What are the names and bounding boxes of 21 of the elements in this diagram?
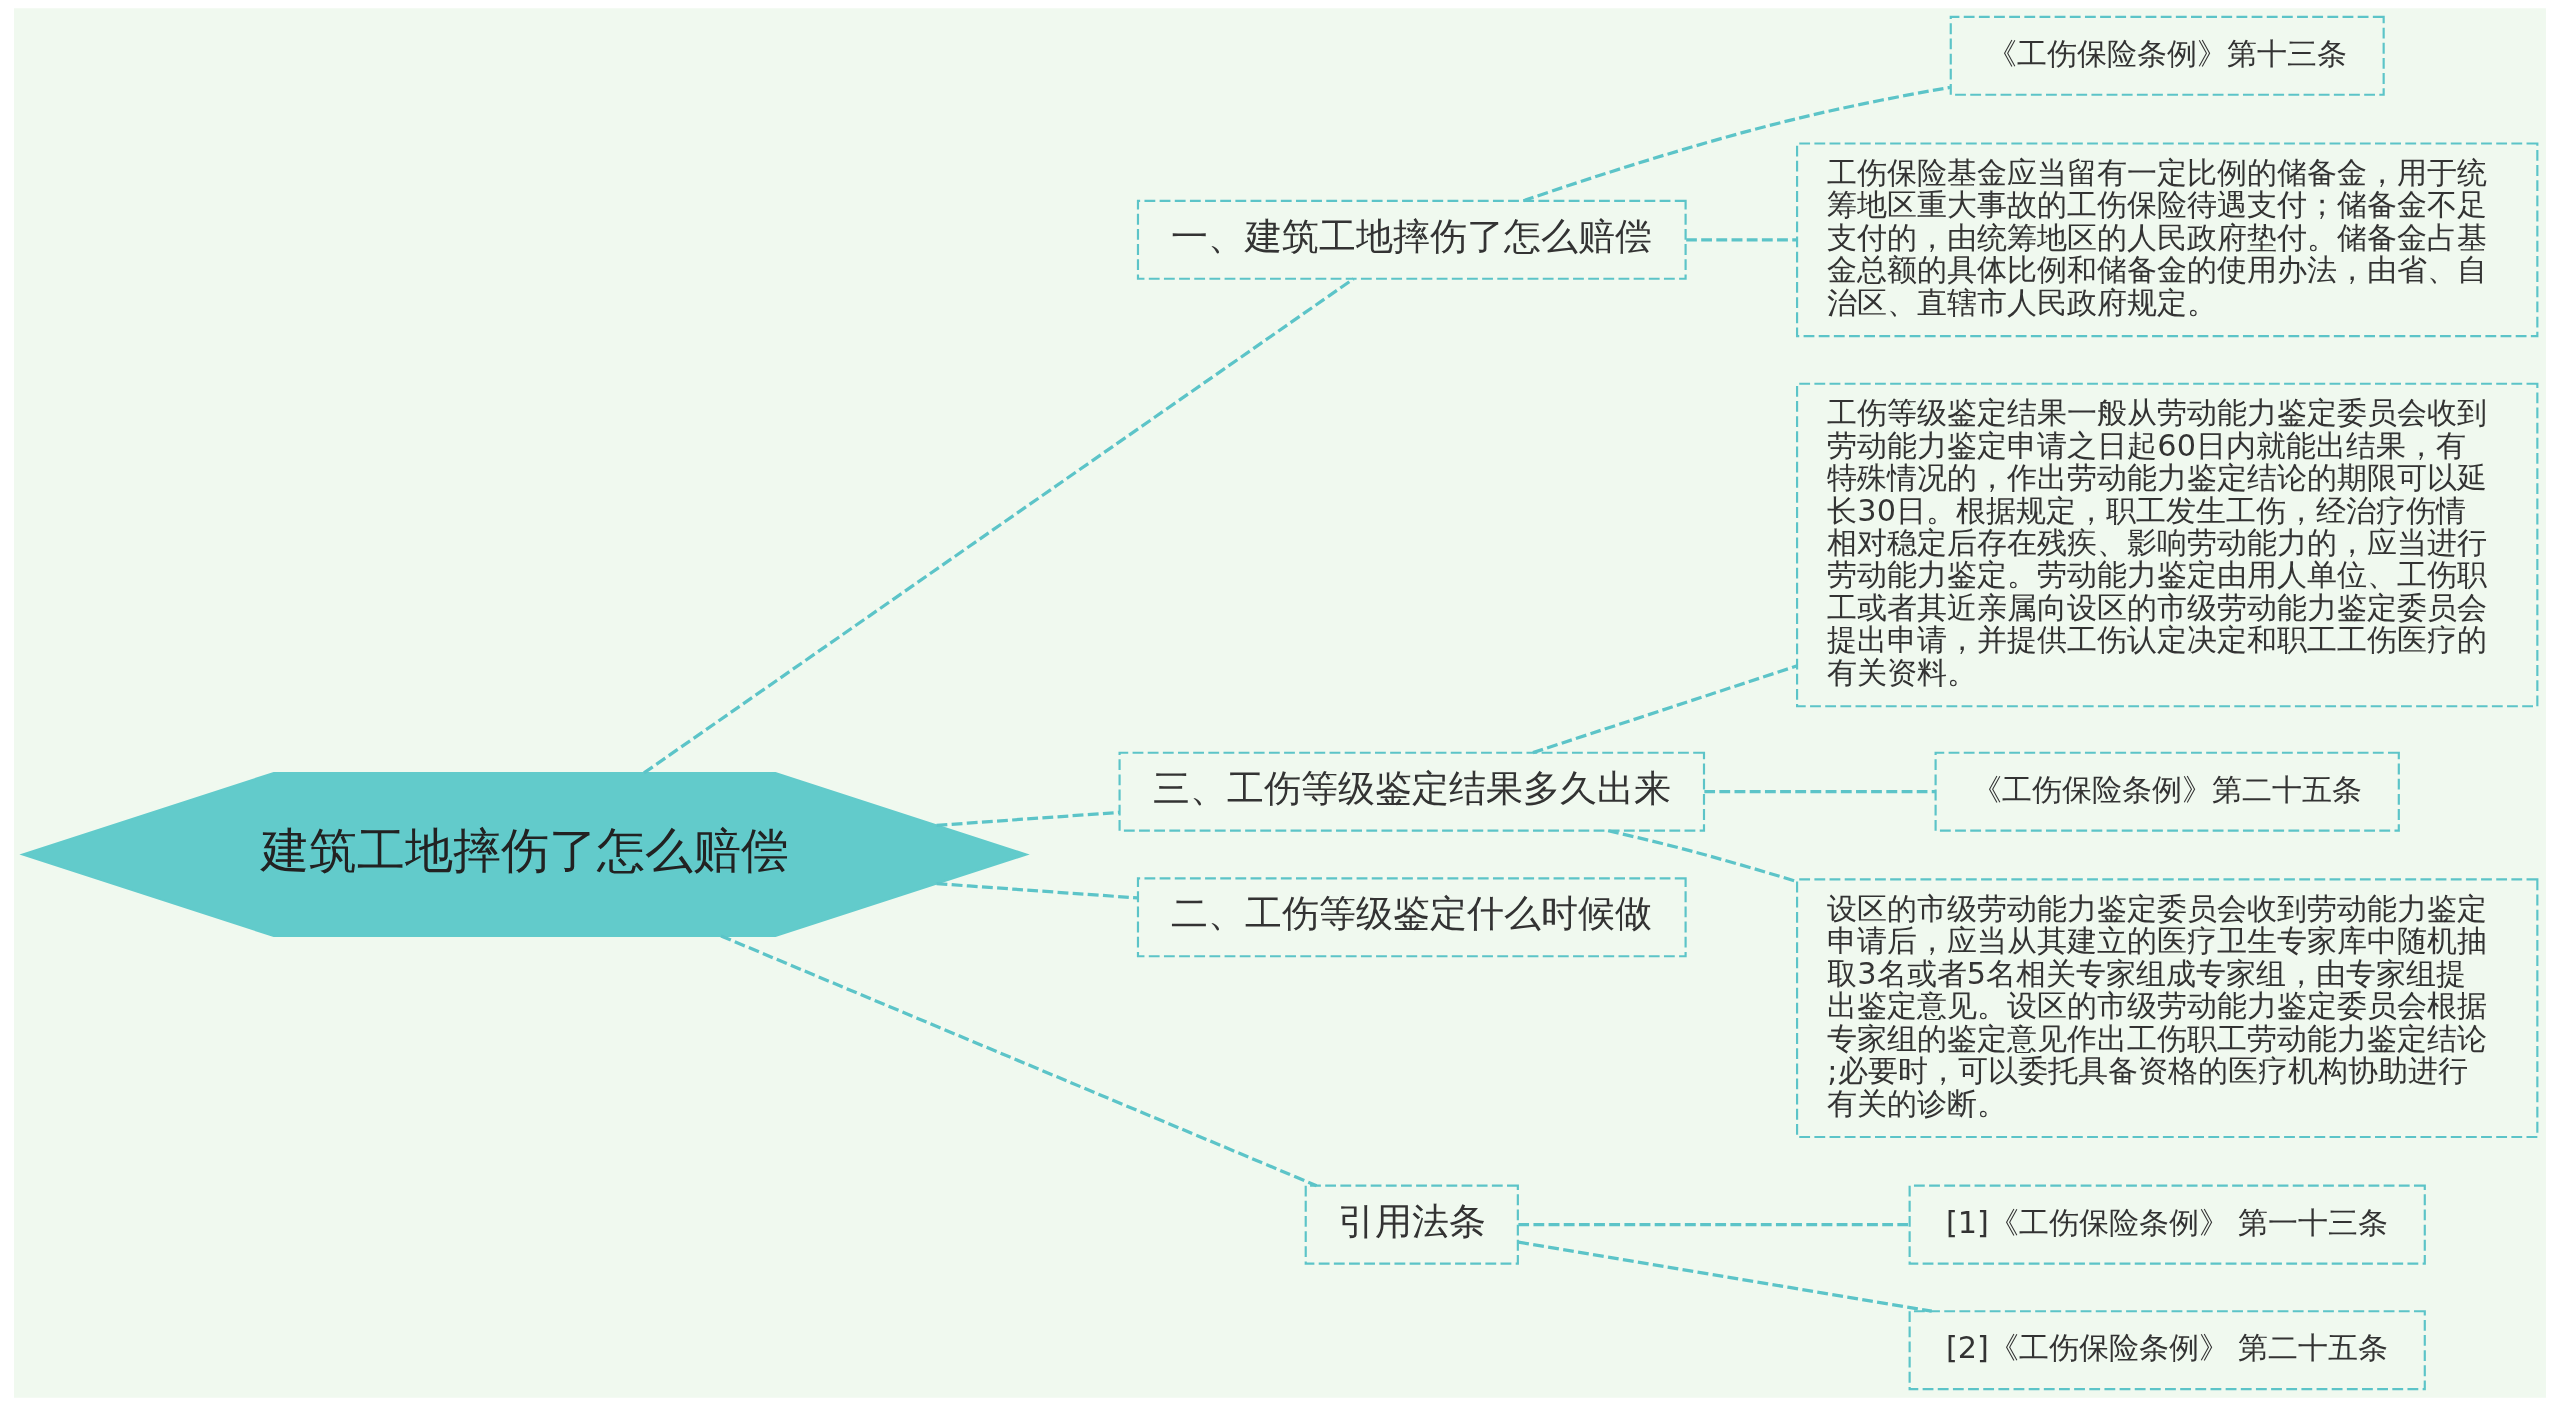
connector bbox=[1522, 85, 1951, 203]
connector bbox=[1704, 790, 1936, 794]
connector bbox=[936, 882, 1138, 900]
connector bbox=[1532, 664, 1797, 755]
connector bbox=[720, 934, 1318, 1188]
node-box: 三、工伤等级鉴定结果多久出来 bbox=[1118, 751, 1706, 832]
node-box: 引用法条 bbox=[1304, 1184, 1519, 1265]
node-box: 《工伤保险条例》第二十五条 bbox=[1934, 751, 2400, 832]
node-box: 工伤保险基金应当留有一定比例的储备金，用于统筹地区重大事故的工伤保险待遇支付；储备金不足支付的，由统筹地区的人民政府垫付。储备金占基金总额的具体比例和储备金的使用办法，由省、自治区、直辖市人民政府规定。 bbox=[1796, 142, 2539, 338]
node-box: [2]《工伤保险条例》 第二十五条 bbox=[1908, 1310, 2426, 1391]
connector bbox=[1518, 1240, 1933, 1313]
node-box: [1]《工伤保险条例》 第一十三条 bbox=[1908, 1184, 2426, 1265]
connector bbox=[1518, 1223, 1910, 1227]
node-box: 设区的市级劳动能力鉴定委员会收到劳动能力鉴定申请后，应当从其建立的医疗卫生专家库中随机抽取3名或者5名相关专家组成专家组，由专家组提出鉴定意见。设区的市级劳动能力鉴定委员会根据专家组的鉴定意见作出工伤职工劳动能力鉴定结论;必要时，可以委托具备资格的医疗机构协助进行有关的诊断。 bbox=[1796, 878, 2539, 1139]
node-box: 一、建筑工地摔伤了怎么赔偿 bbox=[1136, 199, 1687, 280]
node-box: 二、工伤等级鉴定什么时候做 bbox=[1136, 877, 1687, 958]
connector bbox=[643, 277, 1355, 775]
node-box: 《工伤保险条例》第十三条 bbox=[1949, 15, 2385, 96]
connector bbox=[936, 810, 1120, 827]
connector bbox=[1686, 238, 1797, 242]
node-box: 工伤等级鉴定结果一般从劳动能力鉴定委员会收到劳动能力鉴定申请之日起60日内就能出结果，有特殊情况的，作出劳动能力鉴定结论的期限可以延长30日。根据规定，职工发生工伤，经治疗伤情相对稳定后存在残疾、影响劳动能力的，应当进行劳动能力鉴定。劳动能力鉴定由用人单位、工伤职工或者其近亲属向设区的市级劳动能力鉴定委员会提出申请，并提供工伤认定决定和职工工伤医疗的有关资料。 bbox=[1796, 382, 2539, 708]
